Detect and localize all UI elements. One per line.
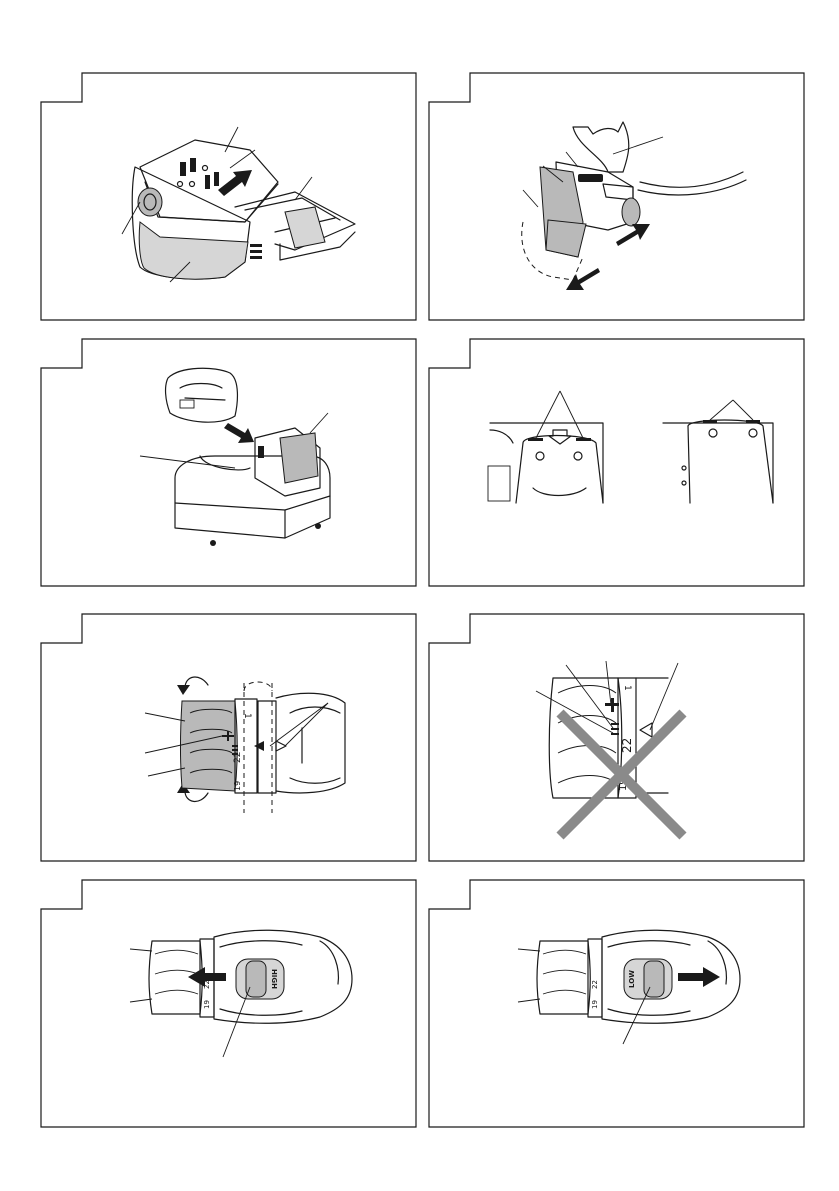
dial-mark-19: 19 <box>233 781 242 791</box>
charger-illustration <box>40 338 418 588</box>
dial-mark-22: 22 <box>233 752 243 763</box>
low-dial-mark-22: 22 <box>591 980 599 989</box>
incorrect-setting-illustration: 1 22 19 <box>428 613 806 863</box>
dial-large-mark-1: 1 <box>622 685 632 691</box>
high-dial-mark-19: 19 <box>203 1000 211 1009</box>
switch-label-low: LOW <box>628 970 636 988</box>
speed-low-illustration: 22 19 LOW <box>428 879 806 1129</box>
alignment-illustration <box>428 338 806 588</box>
figure-panel-battery <box>40 72 418 322</box>
figure-panel-incorrect-setting: 1 22 19 <box>428 613 806 863</box>
figure-panel-alignment <box>428 338 806 588</box>
dial-large-mark-22: 22 <box>620 738 634 753</box>
figure-panel-remove-battery <box>428 72 806 322</box>
speed-high-illustration: 22 19 HIGH <box>40 879 418 1129</box>
battery-illustration <box>40 72 418 322</box>
remove-battery-illustration <box>428 72 806 322</box>
figure-panel-speed-high: 22 19 HIGH <box>40 879 418 1129</box>
switch-label-high: HIGH <box>270 969 278 989</box>
clutch-dial-illustration: 1 22 19 <box>40 613 418 863</box>
figure-panel-clutch-dial: 1 22 19 <box>40 613 418 863</box>
figure-panel-charger <box>40 338 418 588</box>
figure-panel-speed-low: 22 19 LOW <box>428 879 806 1129</box>
low-dial-mark-19: 19 <box>591 1000 599 1009</box>
